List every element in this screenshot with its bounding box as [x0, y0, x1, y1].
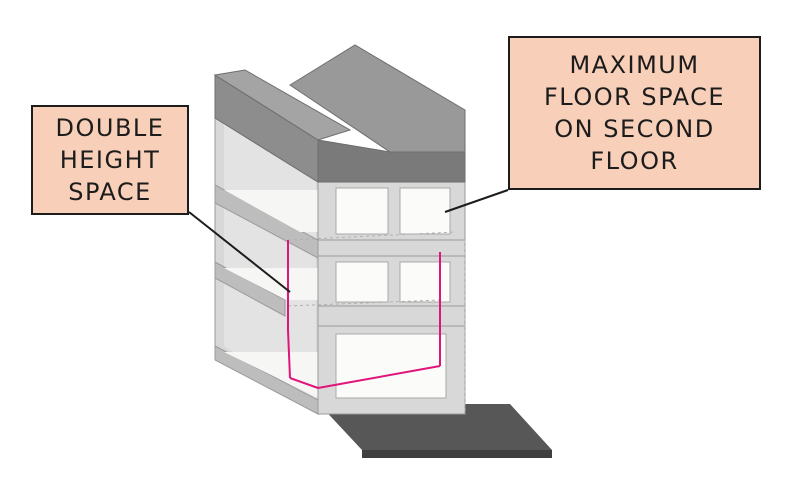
callout-max-floor-text: MAXIMUM FLOOR SPACE ON SECOND FLOOR [544, 51, 725, 175]
ground-slab [319, 404, 552, 450]
roof-right-slope [289, 44, 466, 153]
double-height-highlight [287, 240, 441, 389]
ground-slab-edge [362, 450, 552, 458]
callout-maximum-floor-space: MAXIMUM FLOOR SPACE ON SECOND FLOOR [508, 36, 761, 190]
roof-ridge-face [317, 139, 466, 183]
window-mid-right [399, 261, 451, 303]
callout-double-height-space: DOUBLE HEIGHT SPACE [31, 105, 189, 215]
window-mid-left [335, 261, 389, 303]
roof-left-top [213, 69, 352, 141]
window-top-right [399, 187, 451, 235]
hidden-structure-lines [287, 231, 466, 414]
window-top-left [335, 187, 389, 235]
leader-line-max-floor [444, 189, 509, 213]
leader-line-double-height [188, 211, 291, 293]
callout-double-height-text: DOUBLE HEIGHT SPACE [55, 114, 165, 206]
ground-opening [335, 333, 447, 399]
